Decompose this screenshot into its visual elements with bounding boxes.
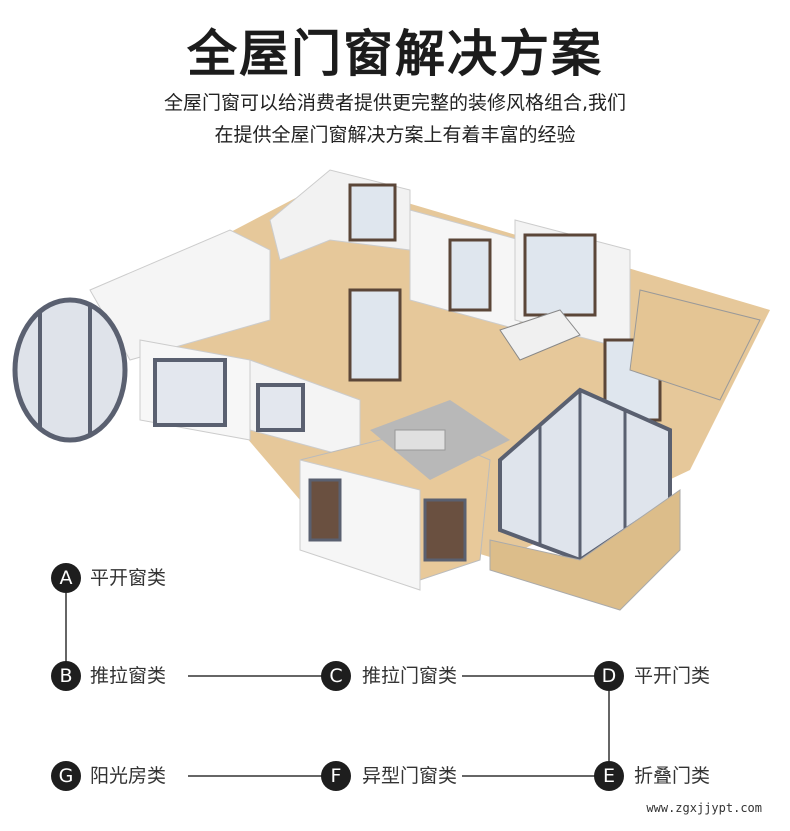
page-title: 全屋门窗解决方案 bbox=[187, 25, 603, 83]
category-e-label: 折叠门类 bbox=[634, 765, 711, 787]
node-a-badge: A bbox=[51, 563, 81, 593]
category-g-label: 阳光房类 bbox=[90, 765, 167, 787]
node-b-badge: B bbox=[51, 661, 81, 691]
category-f-label: 异型门窗类 bbox=[362, 765, 458, 787]
subtitle-line-2: 在提供全屋门窗解决方案上有着丰富的经验 bbox=[214, 124, 576, 146]
node-c-badge: C bbox=[321, 661, 351, 691]
node-g-badge: G bbox=[51, 761, 81, 791]
house-floorplan-illustration bbox=[12, 169, 770, 611]
node-f-badge: F bbox=[321, 761, 351, 791]
node-d-badge: D bbox=[594, 661, 624, 691]
category-b-label: 推拉窗类 bbox=[90, 665, 167, 687]
round-window bbox=[12, 297, 128, 443]
connector-a-b bbox=[65, 593, 67, 663]
connector-d-e bbox=[608, 691, 610, 761]
subtitle-line-1: 全屋门窗可以给消费者提供更完整的装修风格组合,我们 bbox=[163, 92, 627, 114]
connector-g-f bbox=[188, 775, 322, 777]
node-e-badge: E bbox=[594, 761, 624, 791]
category-c-label: 推拉门窗类 bbox=[362, 665, 458, 687]
connector-f-e bbox=[462, 775, 595, 777]
category-d-label: 平开门类 bbox=[634, 665, 711, 687]
connector-b-c bbox=[188, 675, 322, 677]
category-a-label: 平开窗类 bbox=[90, 567, 167, 589]
connector-c-d bbox=[462, 675, 595, 677]
watermark: www.zgxjjypt.com bbox=[646, 801, 762, 815]
